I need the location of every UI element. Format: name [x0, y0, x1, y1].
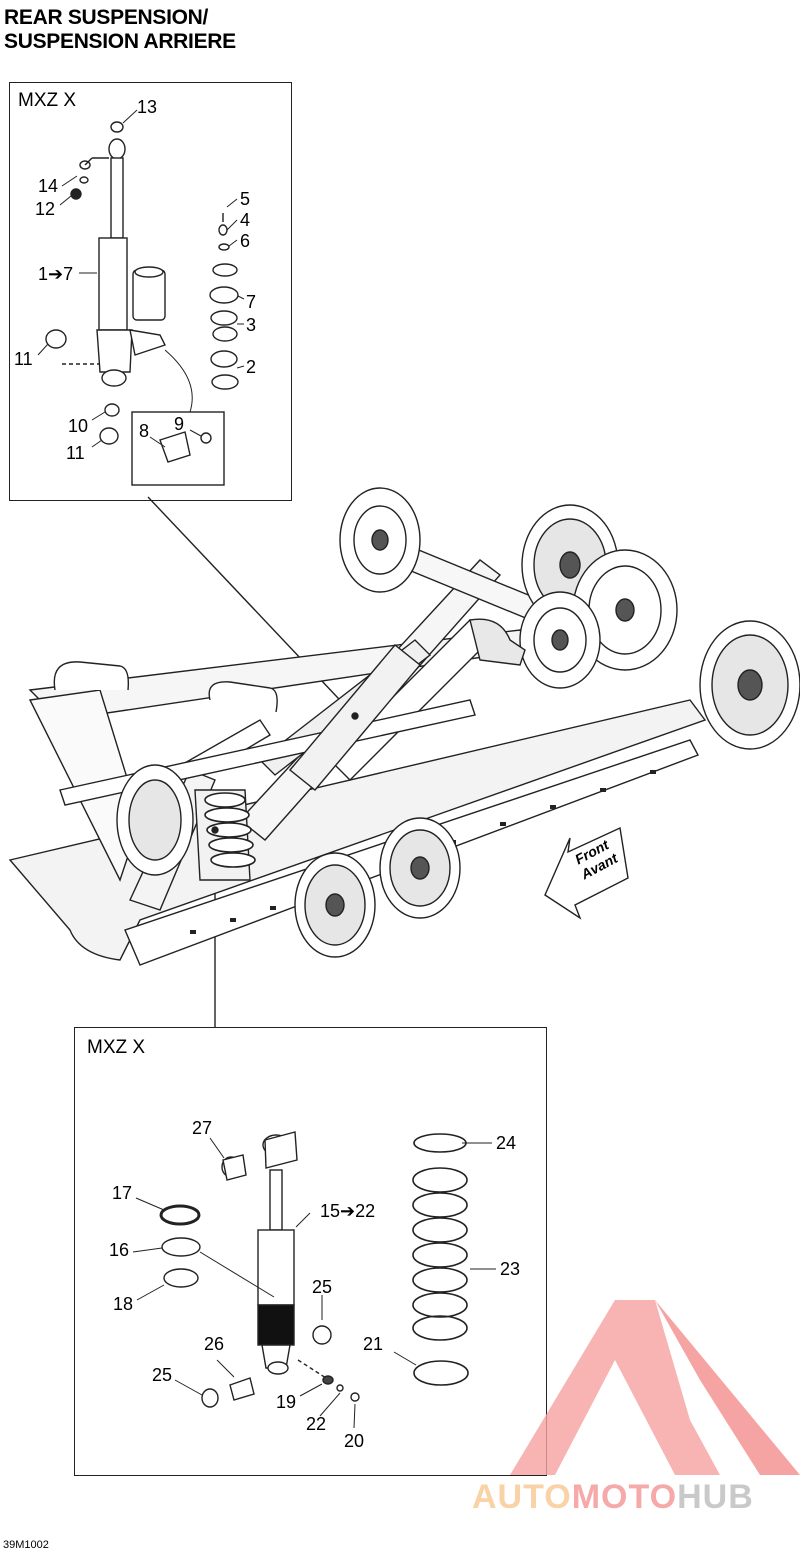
part-number-20: 20	[344, 1431, 365, 1451]
part-number-27: 27	[192, 1118, 213, 1138]
part-number-16: 16	[109, 1240, 130, 1260]
part-number-25a: 25	[312, 1277, 333, 1297]
part-number-14: 14	[38, 176, 59, 196]
panel-bottom-model-label: MXZ X	[87, 1037, 146, 1058]
part-number-9: 9	[174, 414, 185, 434]
wheel-center-lower-b	[294, 852, 376, 958]
part-number-21: 21	[363, 1334, 384, 1354]
part-number-1-to-7: 1➔7	[38, 264, 74, 284]
part-number-18: 18	[113, 1294, 134, 1314]
part-number-25b: 25	[152, 1365, 173, 1385]
part-number-11b: 11	[66, 443, 85, 463]
part-number-26: 26	[204, 1334, 225, 1354]
part-number-11a: 11	[14, 349, 33, 369]
part-number-22: 22	[306, 1414, 327, 1434]
part-number-6: 6	[240, 231, 251, 251]
part-number-15-to-22: 15➔22	[320, 1201, 376, 1221]
shock-absorber-bottom	[159, 1131, 360, 1408]
part-number-10: 10	[68, 416, 89, 436]
wheel-right-large	[699, 620, 800, 750]
shock-absorber-top	[96, 121, 166, 387]
part-number-13: 13	[137, 97, 158, 117]
wheel-rear-front	[519, 591, 601, 689]
part-number-12: 12	[35, 199, 56, 219]
watermark-moto: MOTO	[571, 1478, 678, 1516]
part-number-7: 7	[246, 292, 257, 312]
part-number-17: 17	[112, 1183, 133, 1203]
small-parts-top	[45, 157, 239, 486]
part-number-3: 3	[246, 315, 257, 335]
leaders-top	[37, 109, 245, 448]
wheel-center-lower-a	[379, 817, 461, 919]
part-number-23: 23	[500, 1259, 521, 1279]
wheel-rear-top-left	[339, 487, 421, 593]
front-arrow-icon	[544, 826, 629, 920]
leaders-bottom	[132, 1137, 496, 1429]
detail-panel-bottom	[74, 1027, 547, 1476]
idler-wheels	[116, 487, 800, 958]
wheel-left-rear	[116, 764, 194, 876]
part-number-19: 19	[276, 1392, 297, 1412]
watermark-auto: AUTO	[472, 1478, 572, 1516]
part-number-2: 2	[246, 357, 257, 377]
main-shock-absorbers	[194, 618, 526, 881]
watermark-logo-icon	[510, 1300, 800, 1475]
coil-spring	[412, 1133, 469, 1386]
part-number-8: 8	[139, 421, 150, 441]
watermark-text: AUTOMOTOHUB	[472, 1478, 754, 1517]
part-number-24: 24	[496, 1133, 517, 1153]
watermark-hub: HUB	[677, 1478, 754, 1516]
part-number-5: 5	[240, 189, 251, 209]
diagram-title-line2: SUSPENSION ARRIERE	[4, 30, 236, 53]
part-number-4: 4	[240, 210, 251, 230]
panel-top-model-label: MXZ X	[18, 90, 77, 111]
diagram-code: 39M1002	[3, 1539, 49, 1551]
diagram-title-line1: REAR SUSPENSION/	[4, 6, 209, 29]
